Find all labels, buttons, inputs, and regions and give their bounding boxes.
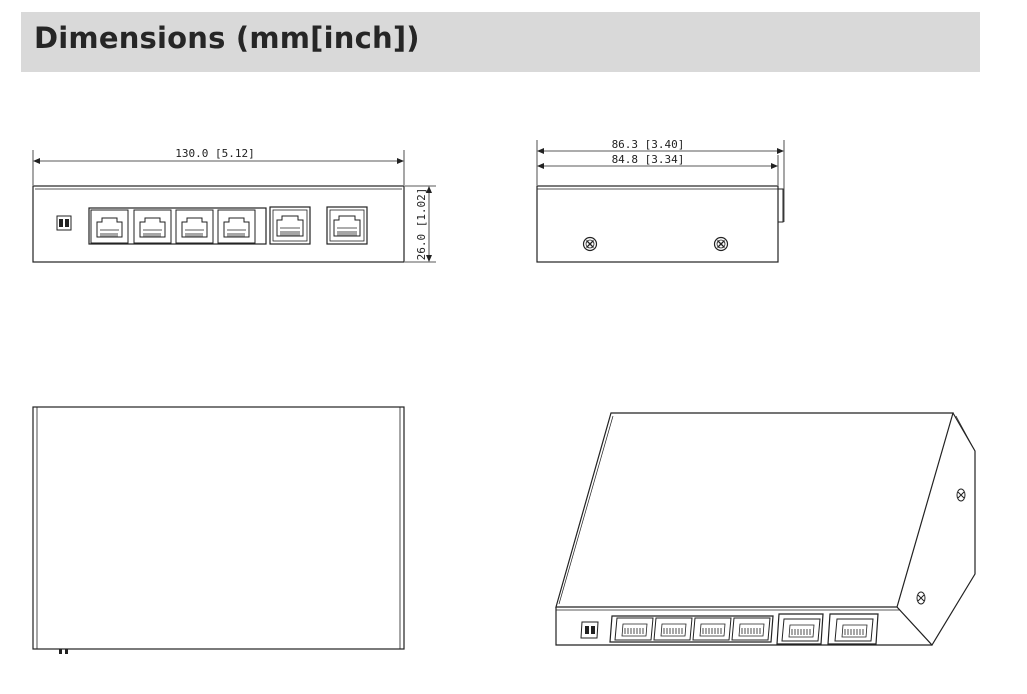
front-view: 130.0 [5.12] 26.0 [1.02] bbox=[32, 147, 436, 263]
page-title: Dimensions (mm[inch]) bbox=[34, 21, 420, 55]
side-view: 86.3 [3.40] 84.8 [3.34] bbox=[536, 138, 785, 263]
dip-switch-icon bbox=[580, 621, 599, 639]
ethernet-port-group-icon bbox=[609, 615, 774, 643]
screw-icon bbox=[582, 236, 598, 252]
ethernet-port-group-icon bbox=[88, 207, 267, 245]
body-depth-dimension-label: 84.8 [3.34] bbox=[612, 153, 685, 166]
height-dimension-label: 26.0 [1.02] bbox=[415, 188, 428, 261]
top-view bbox=[32, 406, 405, 654]
uplink-port-icon bbox=[827, 613, 879, 645]
uplink-port-icon bbox=[326, 206, 368, 245]
uplink-port-icon bbox=[269, 206, 311, 245]
isometric-view bbox=[555, 412, 976, 646]
screw-icon bbox=[916, 591, 926, 605]
dip-switch-icon bbox=[56, 215, 72, 231]
screw-icon bbox=[956, 488, 966, 502]
width-dimension-label: 130.0 [5.12] bbox=[175, 147, 254, 160]
screw-icon bbox=[713, 236, 729, 252]
section-header: Dimensions (mm[inch]) bbox=[21, 12, 980, 72]
overall-depth-dimension-label: 86.3 [3.40] bbox=[612, 138, 685, 151]
uplink-port-icon bbox=[776, 613, 824, 645]
